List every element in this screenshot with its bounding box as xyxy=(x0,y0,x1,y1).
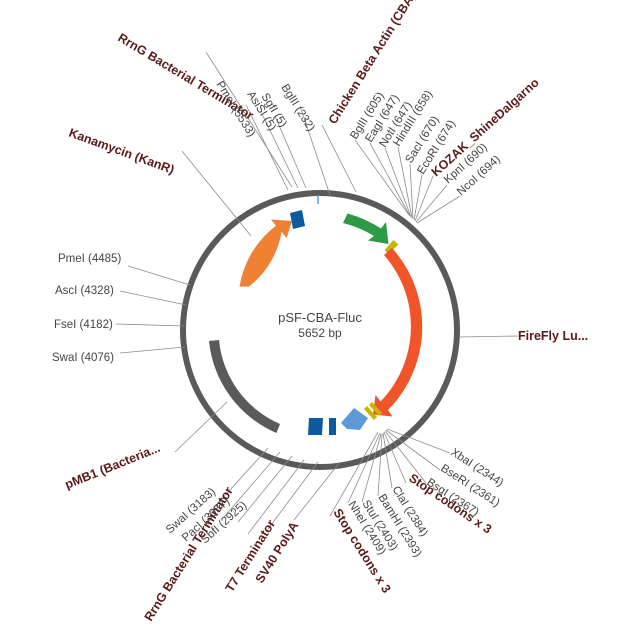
leader-kanr xyxy=(181,150,252,237)
leader-kozak xyxy=(414,175,434,222)
label-firefly[interactable]: FireFly Lu... xyxy=(518,329,588,343)
leader-t7 xyxy=(267,461,319,530)
leader-eagi xyxy=(369,142,411,217)
leader-paci xyxy=(223,451,281,518)
leader-stop-1 xyxy=(383,431,407,484)
label-pmb1[interactable]: pMB1 (Bacteria... xyxy=(63,441,162,492)
backbone-circle xyxy=(180,190,460,470)
feature-kozak[interactable] xyxy=(384,240,399,254)
leader-pmei-5533 xyxy=(245,104,289,191)
feature-kanr[interactable] xyxy=(239,219,293,287)
site-asci[interactable]: AscI (4328) xyxy=(55,285,114,297)
feature-rrng-terminator-bottom[interactable] xyxy=(308,418,323,435)
feature-rrng-terminator-top[interactable] xyxy=(290,210,305,229)
plasmid-name: pSF-CBA-Fluc xyxy=(278,310,362,325)
feature-stop-codons-1[interactable] xyxy=(369,402,382,416)
feature-sv40-polya[interactable] xyxy=(341,408,368,430)
leader-fsei xyxy=(115,323,185,327)
leader-sbfi xyxy=(237,455,293,523)
leader-rrng-bottom xyxy=(247,459,305,535)
label-kanr[interactable]: Kanamycin (KanR) xyxy=(67,126,176,177)
leader-kpni xyxy=(415,184,448,223)
feature-t7-terminator[interactable] xyxy=(329,418,336,435)
leader-clai xyxy=(382,432,393,489)
leader-sgfi xyxy=(274,115,307,189)
leader-swai-4076 xyxy=(119,346,186,354)
leader-asci xyxy=(119,290,187,306)
leader-stui xyxy=(361,433,382,503)
leader-asisi xyxy=(261,113,299,189)
site-bglii-232[interactable]: BglII (232) xyxy=(278,82,316,133)
leader-rrng-top xyxy=(205,51,293,188)
leader-bsgi xyxy=(384,430,427,484)
leader-cba xyxy=(321,124,357,193)
leader-pmb1 xyxy=(174,401,228,453)
leader-hindiii xyxy=(397,146,413,219)
leader-bglii-605 xyxy=(354,139,410,216)
feature-stop-codons-2[interactable] xyxy=(364,406,377,420)
leader-swai-3183 xyxy=(209,447,269,513)
leader-nhei xyxy=(347,432,381,504)
leader-firefly xyxy=(458,335,519,338)
site-fsei[interactable]: FseI (4182) xyxy=(54,319,113,331)
leader-saci xyxy=(409,163,414,220)
leader-bglii-232 xyxy=(299,105,331,196)
feature-pmb1[interactable] xyxy=(209,340,280,433)
site-pmei-4485[interactable]: PmeI (4485) xyxy=(58,253,121,265)
leader-ecori xyxy=(413,174,423,221)
leader-ncoi xyxy=(416,195,461,224)
leader-pmei-4485 xyxy=(127,265,191,286)
leader-bamhi xyxy=(377,433,383,497)
feature-cba[interactable] xyxy=(343,213,389,245)
site-swai-4076[interactable]: SwaI (4076) xyxy=(52,352,114,364)
leader-stop-2 xyxy=(329,431,379,517)
leader-sv40 xyxy=(293,461,341,521)
plasmid-size: 5652 bp xyxy=(298,326,342,340)
feature-firefly-luciferase[interactable] xyxy=(373,248,423,417)
leader-xbai xyxy=(386,428,451,454)
leader-bseri xyxy=(385,429,441,471)
leader-noti xyxy=(384,147,412,218)
